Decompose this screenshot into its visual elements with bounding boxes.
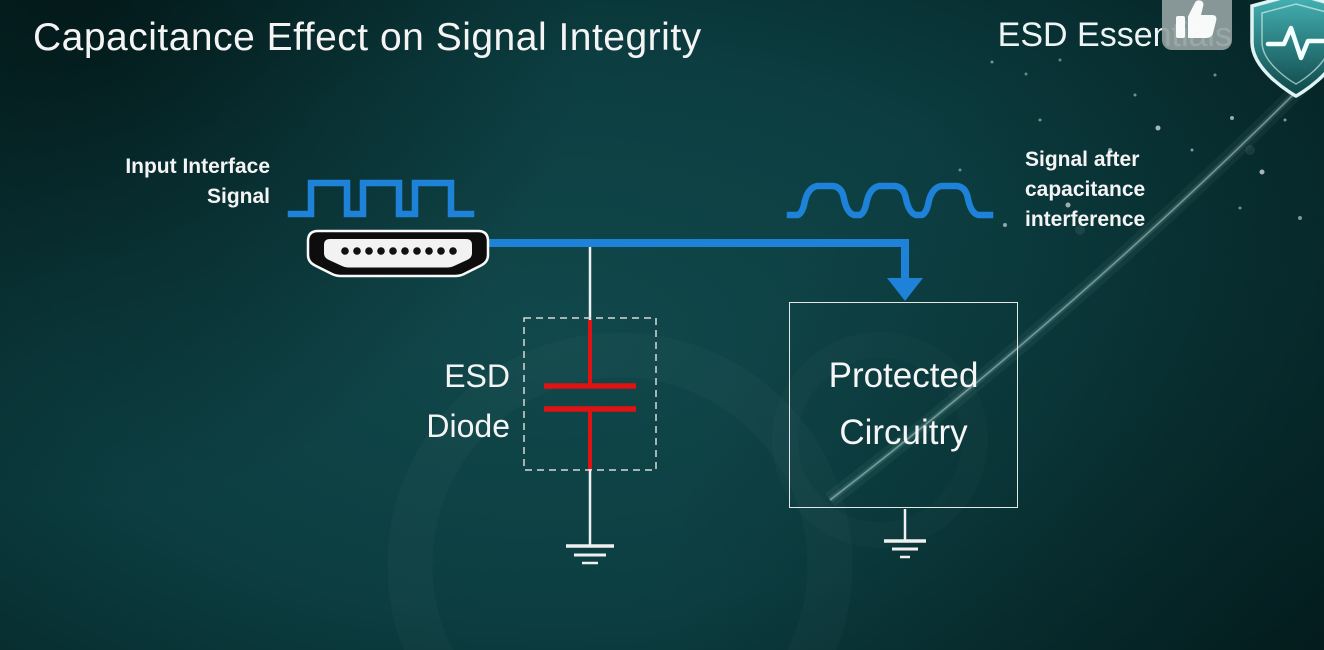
- capacitor-ground-symbol: [566, 544, 614, 565]
- esd-diode-label-line1: ESD: [444, 358, 510, 394]
- hdmi-face: [324, 239, 472, 268]
- esd-diode-label: ESD Diode: [360, 352, 510, 451]
- slide-title: Capacitance Effect on Signal Integrity: [33, 16, 702, 59]
- background-streak: [825, 52, 1324, 507]
- protected-box-line1: Protected: [828, 356, 979, 396]
- output-signal-label-line2: capacitance: [1025, 177, 1146, 201]
- esd-shield-icon: [1250, 0, 1324, 98]
- signal-arrowhead: [887, 278, 923, 301]
- output-signal-label-line1: Signal after: [1025, 148, 1140, 171]
- hdmi-connector-icon: [306, 229, 490, 278]
- input-signal-label: Input Interface Signal: [55, 152, 270, 212]
- circuit-ground-symbol: [884, 509, 926, 559]
- background-dots: [958, 58, 1302, 235]
- esd-diode-label-line2: Diode: [426, 407, 510, 444]
- signal-bus-line: [482, 239, 909, 280]
- input-signal-label-line1: Input Interface: [125, 155, 270, 178]
- thumbs-up-icon: [1162, 0, 1232, 50]
- output-signal-label-line3: interference: [1025, 207, 1146, 231]
- hdmi-pins: [341, 247, 457, 255]
- output-signal-label: Signal after capacitance interference: [1025, 145, 1145, 234]
- input-signal-waveform: [287, 179, 475, 218]
- protected-box-line2: Circuitry: [839, 413, 968, 452]
- shield-pulse-line: [1265, 25, 1324, 61]
- protected-circuitry-box: Protected Circuitry: [789, 302, 1018, 508]
- brand-logos: [1162, 0, 1324, 98]
- output-signal-waveform: [786, 182, 994, 219]
- input-signal-label-line2: Signal: [206, 184, 270, 208]
- esd-capacitor-branch: [523, 247, 657, 565]
